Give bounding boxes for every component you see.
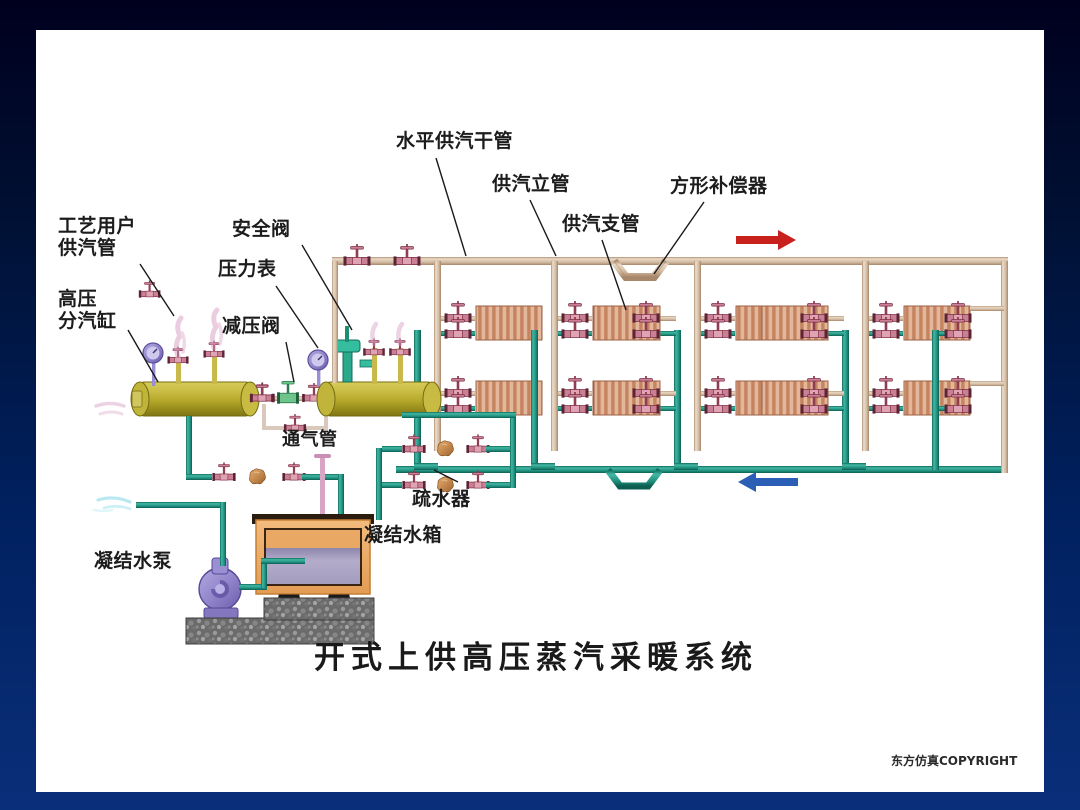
steam-wisp (94, 401, 126, 416)
header-2-outlets (332, 261, 412, 384)
label-process-user-steam-pipe: 工艺用户 供汽管 (58, 215, 137, 260)
riser-group-3 (593, 261, 803, 470)
label-steam-branch-pipe: 供汽支管 (562, 213, 641, 235)
steam-trap (436, 440, 454, 457)
steam-plume (173, 307, 224, 359)
foundation (185, 597, 375, 645)
supply-main-right-drop (1001, 261, 1008, 473)
slide-content-area: 工艺用户 供汽管 高压 分汽缸 安全阀 压力表 减压阀 水平供汽干管 供汽立管 … (36, 30, 1044, 792)
steam-riser-3 (694, 261, 701, 451)
steam-plume (370, 321, 405, 347)
riser-group-1 (414, 261, 543, 470)
steam-trap-group-right (376, 412, 516, 520)
steam-riser-2 (551, 261, 558, 451)
pressure-gauge (307, 349, 329, 386)
vent-pipe (314, 454, 331, 518)
high-pressure-steam-header-cylinder (130, 381, 260, 417)
main-supply-valve-2[interactable] (393, 243, 421, 267)
riser-group-2 (531, 261, 660, 470)
steam-riser-1 (434, 261, 441, 451)
condensate-pump (198, 557, 242, 619)
condensate-riser-4 (842, 330, 849, 466)
label-pressure-reducing-valve: 减压阀 (222, 315, 281, 337)
label-horizontal-steam-main: 水平供汽干管 (396, 130, 514, 152)
square-expansion-loop-supply (610, 258, 670, 281)
label-safety-valve: 安全阀 (232, 218, 291, 240)
condensate-riser-3 (674, 330, 681, 466)
safety-valve[interactable] (334, 326, 375, 383)
label-steam-riser: 供汽立管 (492, 173, 571, 195)
water-spray (92, 496, 132, 513)
riser-group-5 (932, 300, 1004, 470)
return-flow-arrow (738, 472, 798, 492)
leader-lines (127, 157, 705, 483)
condensate-outlet-line (92, 496, 226, 566)
square-expansion-loop-return (605, 467, 663, 490)
condensate-tank (252, 514, 374, 595)
label-steam-trap: 疏水器 (412, 488, 471, 510)
condensate-discharge-line (239, 558, 305, 590)
pressure-gauge (142, 342, 164, 386)
main-supply-valve-1[interactable] (343, 243, 371, 267)
steam-heating-system-diagram (92, 157, 1008, 645)
steam-riser-4 (862, 261, 869, 451)
diagram-title: 开式上供高压蒸汽采暖系统 (314, 640, 758, 676)
pressure-reducing-valve[interactable] (277, 381, 299, 404)
horizontal-condensate-return-main (396, 466, 1008, 473)
label-high-pressure-steam-header: 高压 分汽缸 (58, 288, 117, 333)
pressure-reducing-valve-station (249, 381, 328, 433)
low-pressure-steam-header-cylinder (316, 381, 442, 417)
condensate-riser-2 (531, 330, 538, 466)
label-square-expansion-loop: 方形补偿器 (670, 175, 768, 197)
condensate-riser-5 (932, 330, 939, 470)
label-condensate-tank: 凝结水箱 (364, 524, 443, 546)
supply-flow-arrow (736, 230, 796, 250)
label-condensate-pump: 凝结水泵 (94, 550, 173, 572)
label-vent-pipe: 通气管 (282, 429, 338, 450)
process-user-steam-outlets (94, 280, 225, 416)
steam-trap (248, 468, 266, 485)
copyright-notice: 东方仿真COPYRIGHT (891, 754, 1018, 768)
horizontal-steam-main-pipe (332, 257, 1008, 265)
label-pressure-gauge: 压力表 (218, 258, 277, 280)
